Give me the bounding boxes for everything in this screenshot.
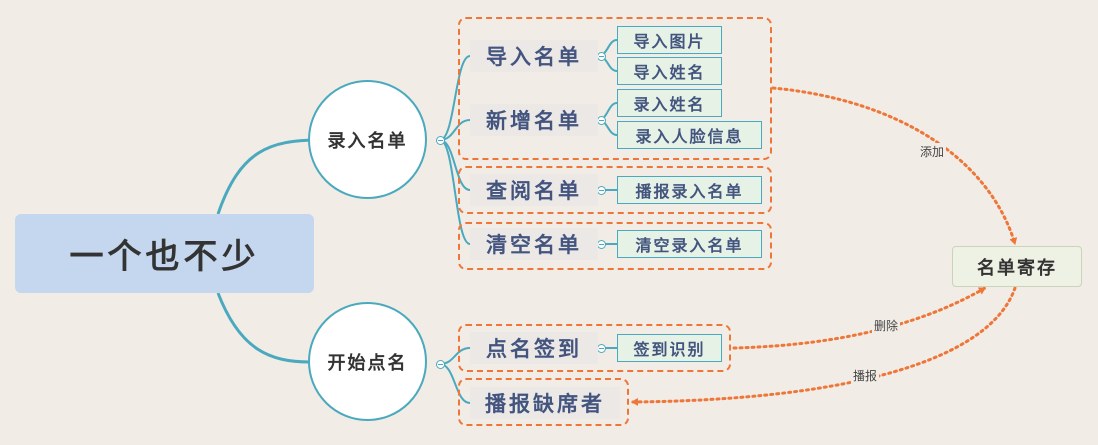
relation-report-arrow [630,286,1017,406]
relation-label-report: 播报 [851,367,880,384]
subtopic-import-list[interactable]: 导入名单 [470,40,598,72]
leaf-enter-name[interactable]: 录入姓名 [617,89,722,117]
root-topic-label: 一个也不少 [69,237,260,277]
leaf-import-name[interactable]: 导入姓名 [617,57,722,85]
leaf-report-entered-list[interactable]: 播报录入名单 [617,176,762,204]
boundary-group-clear [458,222,772,270]
subtopic-add-list[interactable]: 新增名单 [470,104,598,136]
root-to-branch2-connector [216,292,311,364]
subtopic-label: 点名签到 [486,336,582,361]
branch-topic-enter-list[interactable]: 录入名单 [308,80,427,199]
leaf-label: 导入姓名 [633,63,706,82]
subtopic-label: 清空名单 [486,232,582,257]
leaf-label: 录入姓名 [633,95,706,114]
subtopic-report-absent[interactable]: 播报缺席者 [470,387,620,419]
subtopic-label: 播报缺席者 [485,391,605,416]
leaf-signin-recognition[interactable]: 签到识别 [617,334,722,362]
leaf-label: 录入人脸信息 [635,127,744,146]
boundary-group-view [458,166,772,214]
relation-add-arrow [771,86,1018,246]
root-to-branch1-connector [216,138,321,215]
collapse-toggle-icon[interactable] [436,136,445,145]
leaf-clear-entered-list[interactable]: 清空录入名单 [617,230,762,258]
branch-topic-label: 录入名单 [327,130,408,152]
subtopic-clear-list[interactable]: 清空名单 [470,228,598,260]
root-topic[interactable]: 一个也不少 [15,214,314,293]
leaf-label: 导入图片 [633,32,706,51]
leaf-label: 清空录入名单 [635,236,744,255]
collapse-toggle-icon[interactable] [436,360,445,369]
floating-topic-list-storage[interactable]: 名单寄存 [952,246,1082,287]
relation-label-add: 添加 [918,143,947,160]
leaf-label: 播报录入名单 [635,182,744,201]
subtopic-view-list[interactable]: 查阅名单 [470,174,598,206]
leaf-enter-face-info[interactable]: 录入人脸信息 [617,121,762,149]
floating-topic-label: 名单寄存 [977,257,1057,279]
relation-delete-arrow [732,286,987,350]
branch-topic-label: 开始点名 [327,352,408,374]
subtopic-rollcall-signin[interactable]: 点名签到 [470,332,598,364]
branch1-to-l2-4 [439,139,471,245]
branch-topic-start-rollcall[interactable]: 开始点名 [308,302,427,421]
relation-label-delete: 删除 [872,317,901,334]
subtopic-label: 导入名单 [486,44,582,69]
boundary-group-report-absent [458,378,629,426]
subtopic-label: 新增名单 [486,108,582,133]
leaf-import-image[interactable]: 导入图片 [617,26,722,54]
subtopic-label: 查阅名单 [486,178,582,203]
leaf-label: 签到识别 [633,340,706,359]
boundary-group-import-add [458,17,772,160]
boundary-group-signin [458,324,731,372]
